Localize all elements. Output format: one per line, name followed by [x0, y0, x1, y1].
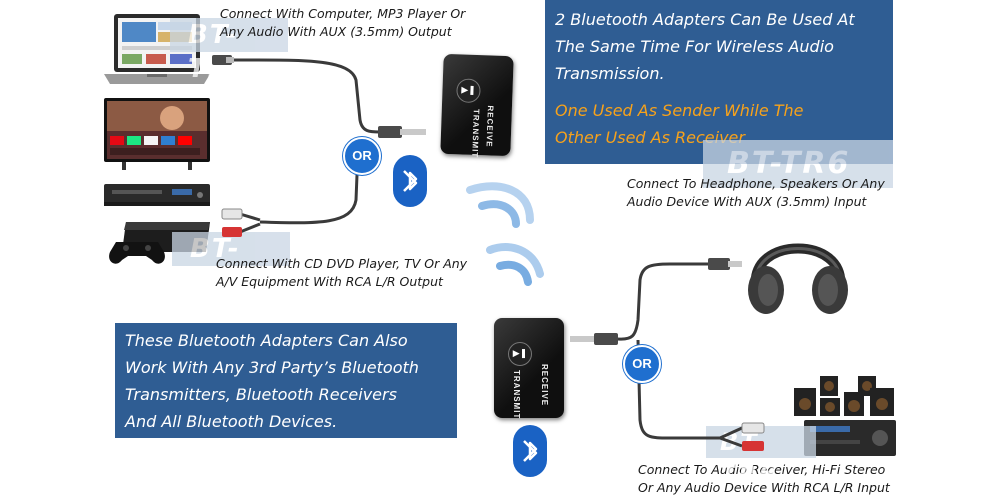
caption-cd-dvd-input: Connect With CD DVD Player, TV Or Any A/… [216, 256, 468, 289]
play-pause-icon: ▶❚ [456, 78, 481, 104]
adapter-transmit-label: TRANSMIT [512, 370, 521, 420]
tv-icon [104, 98, 210, 170]
watermark-bt-tr6: BT-TR6 [170, 18, 288, 84]
dvd-player-icon [104, 184, 210, 206]
source-devices [100, 0, 220, 270]
bluetooth-adapter-receiver: ▶❚ RECEIVE TRANSMIT [494, 318, 564, 420]
headphones-icon [748, 243, 848, 314]
info-dual-adapters-text: 2 Bluetooth Adapters Can Be Used At The … [555, 10, 855, 83]
caption-receiver-output: Connect To Audio Receiver, Hi-Fi Stereo … [638, 462, 890, 495]
cables-right [570, 258, 765, 451]
watermark-bt-tr6: BT-TR6 [706, 426, 816, 488]
adapter-receive-label: RECEIVE [484, 105, 495, 148]
cables-left [212, 55, 426, 237]
bluetooth-adapter-transmitter: ▶❚ RECEIVE TRANSMIT [440, 53, 514, 159]
watermark-bt-tr6: BT-TR6 [703, 140, 893, 188]
wireless-signal-icon [466, 182, 544, 286]
adapter-transmit-label: TRANSMIT [470, 108, 481, 159]
adapter-receive-label: RECEIVE [540, 364, 549, 407]
or-badge: OR [623, 345, 661, 383]
caption-computer-input: Connect With Computer, MP3 Player Or Any… [220, 6, 466, 39]
or-badge: OR [343, 137, 381, 175]
bluetooth-icon [513, 425, 547, 477]
bluetooth-icon [393, 155, 427, 207]
hifi-system-icon [794, 376, 896, 456]
play-pause-icon: ▶❚ [508, 342, 532, 366]
watermark-bt-tr6: BT-TR6 [172, 232, 290, 298]
info-third-party-text: These Bluetooth Adapters Can Also Work W… [125, 331, 419, 431]
caption-headphone-output: Connect To Headphone, Speakers Or Any Au… [627, 176, 885, 209]
info-box-third-party: These Bluetooth Adapters Can Also Work W… [115, 323, 457, 438]
